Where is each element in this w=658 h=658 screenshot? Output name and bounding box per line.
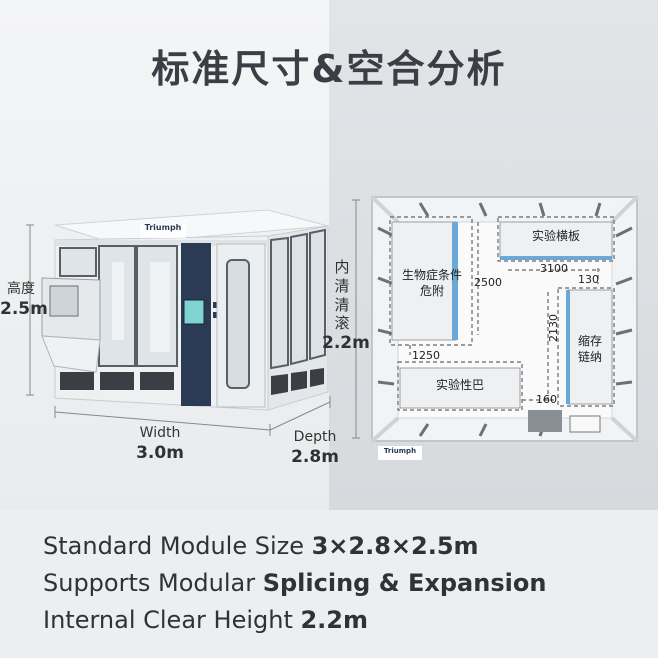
bottom-panel xyxy=(0,510,658,658)
measure-130: 130 xyxy=(578,273,599,286)
clear-height-dimension: 内 清 清 滚 2.2m xyxy=(322,258,370,354)
floorplan-brand: Triumph xyxy=(383,447,417,455)
zone-storage-line-2: 链纳 xyxy=(577,349,602,364)
measure-1250: 1250 xyxy=(412,349,440,362)
height-label: 高度 xyxy=(7,281,35,297)
height-value: 2.5m xyxy=(0,298,48,319)
zone-bench-top: 实验横板 xyxy=(520,229,592,245)
clear-height-char-4: 滚 xyxy=(334,314,350,333)
width-dimension: Width 3.0m xyxy=(128,425,192,464)
statement-modular-splicing: Supports Modular Splicing & Expansion xyxy=(43,569,546,597)
width-label: Width xyxy=(139,425,181,441)
clear-height-value: 2.2m xyxy=(322,333,370,353)
statement-modular-splicing-text: Supports Modular xyxy=(43,569,263,597)
clear-height-char-2: 清 xyxy=(334,276,350,295)
statement-module-size: Standard Module Size 3×2.8×2.5m xyxy=(43,532,479,560)
clear-height-char-1: 内 xyxy=(334,258,350,276)
statement-module-size-value: 3×2.8×2.5m xyxy=(311,532,479,560)
clear-height-char-3: 清 xyxy=(334,295,350,314)
zone-bench-top-line-1: 实验横板 xyxy=(531,229,580,243)
brand-label: Triumph xyxy=(144,223,182,232)
measure-2500: 2500 xyxy=(474,276,502,289)
measure-2130: 2130 xyxy=(547,314,560,342)
cleanroom-exterior-illustration xyxy=(26,209,331,436)
page-title: 标准尺寸&空合分析 xyxy=(151,47,507,91)
zone-bench-bottom-line-1: 实验性巴 xyxy=(435,378,484,392)
depth-label: Depth xyxy=(293,429,337,445)
statement-module-size-text: Standard Module Size xyxy=(43,532,312,560)
zone-storage: 缩存 链纳 xyxy=(568,334,612,365)
statement-clear-height-value: 2.2m xyxy=(300,606,369,634)
height-dimension: 高度 2.5m xyxy=(0,281,48,320)
depth-value: 2.8m xyxy=(291,446,339,467)
floorplan-illustration xyxy=(352,195,639,460)
measure-160: 160 xyxy=(536,393,557,406)
zone-storage-line-1: 缩存 xyxy=(577,334,602,348)
statement-clear-height-text: Internal Clear Height xyxy=(43,606,301,634)
measure-3100: 3100 xyxy=(540,262,568,275)
statement-clear-height: Internal Clear Height 2.2m xyxy=(43,606,368,634)
statement-modular-splicing-value: Splicing & Expansion xyxy=(262,569,547,597)
zone-biosafety-cabinet: 生物症条件 危附 xyxy=(394,268,470,299)
width-value: 3.0m xyxy=(136,442,184,463)
depth-dimension: Depth 2.8m xyxy=(288,429,342,468)
zone-bio-line-1: 生物症条件 xyxy=(401,268,462,282)
zone-bio-line-2: 危附 xyxy=(419,283,444,298)
zone-bench-bottom: 实验性巴 xyxy=(420,378,500,394)
